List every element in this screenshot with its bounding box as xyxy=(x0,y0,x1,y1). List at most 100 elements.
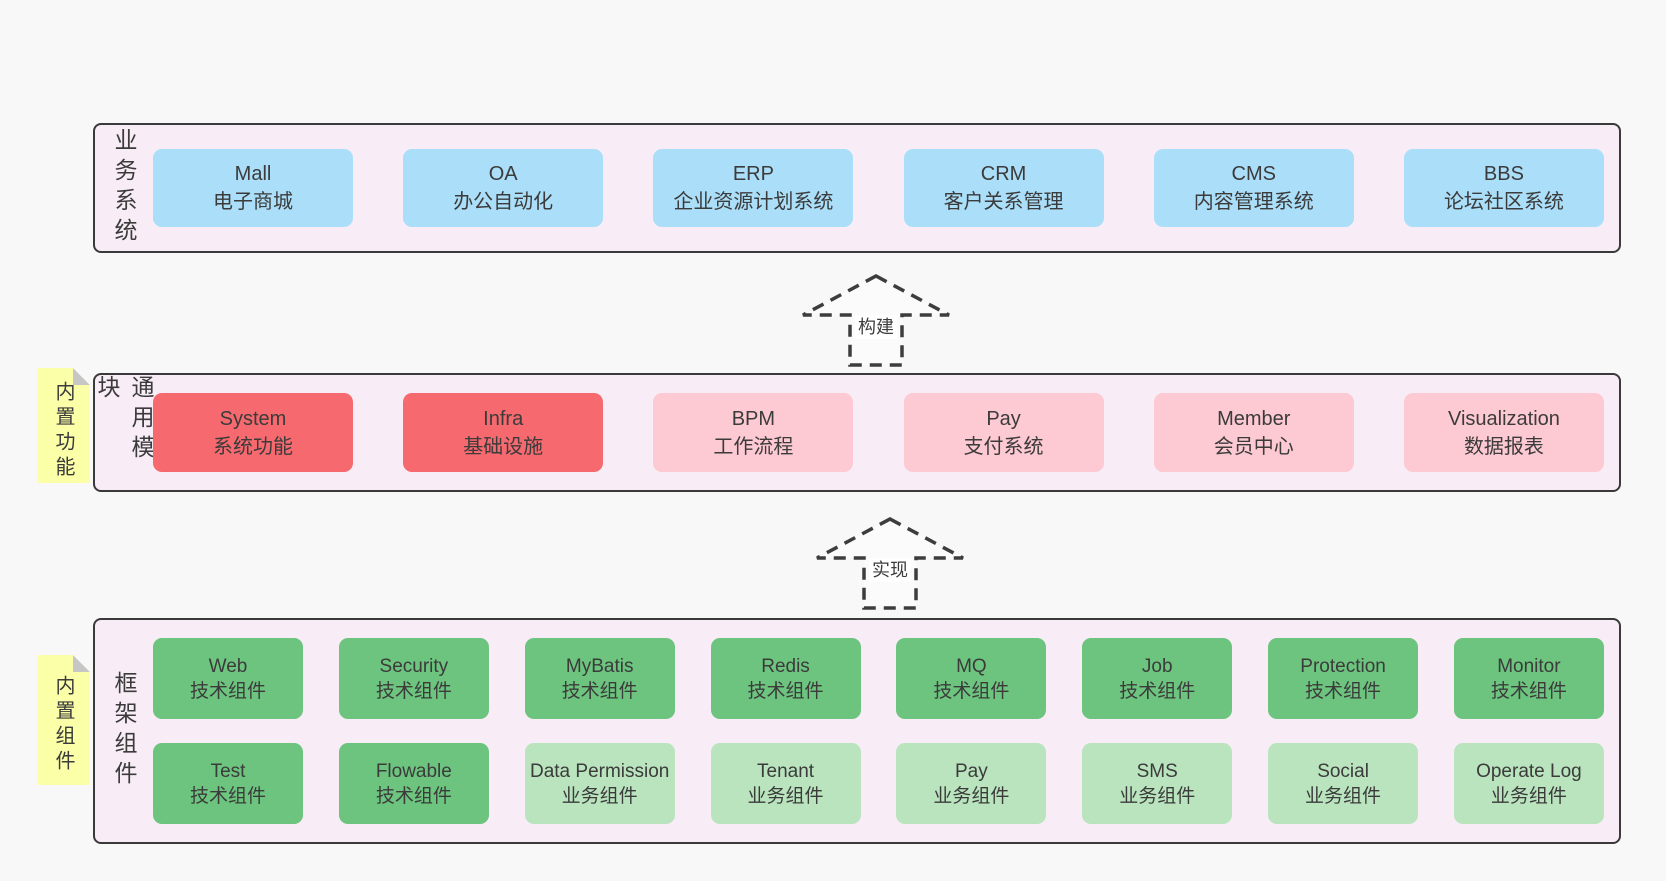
band-framework-components: 框架组件 Web 技术组件 Security 技术组件 MyBatis 技术组件… xyxy=(93,618,1621,844)
box-subtitle: 论坛社区系统 xyxy=(1443,191,1564,213)
note-label: 内置组件 xyxy=(52,675,74,775)
box-title: Infra xyxy=(483,407,524,430)
arrow-label: 构建 xyxy=(855,315,897,339)
box-subtitle: 业务组件 xyxy=(933,785,1010,807)
box-title: Redis xyxy=(761,655,810,677)
box-subtitle: 技术组件 xyxy=(561,680,638,702)
box-mq: MQ 技术组件 xyxy=(896,638,1047,719)
box-crm: CRM 客户关系管理 xyxy=(903,149,1104,227)
box-monitor: Monitor 技术组件 xyxy=(1453,638,1604,719)
note-fold-corner xyxy=(73,368,90,385)
box-title: Tenant xyxy=(757,760,815,782)
box-oa: OA 办公自动化 xyxy=(403,149,604,227)
band-label: 框架组件 xyxy=(111,671,137,791)
box-erp: ERP 企业资源计划系统 xyxy=(653,149,854,227)
box-pay: Pay 支付系统 xyxy=(903,393,1104,472)
box-subtitle: 数据报表 xyxy=(1463,435,1544,458)
box-subtitle: 业务组件 xyxy=(561,785,638,807)
arrow-implement-up: 实现 xyxy=(815,515,965,612)
box-subtitle: 业务组件 xyxy=(1119,785,1196,807)
box-title: Test xyxy=(210,760,246,782)
box-title: System xyxy=(219,407,287,430)
box-title: BPM xyxy=(731,407,776,430)
box-subtitle: 基础设施 xyxy=(463,435,544,458)
box-subtitle: 技术组件 xyxy=(1305,680,1382,702)
box-subtitle: 技术组件 xyxy=(933,680,1010,702)
note-label: 内置功能 xyxy=(52,380,74,481)
box-pay-biz: Pay 业务组件 xyxy=(896,743,1047,824)
arrow-label: 实现 xyxy=(869,558,911,582)
box-title: Visualization xyxy=(1447,407,1560,430)
box-mybatis: MyBatis 技术组件 xyxy=(524,638,675,719)
box-subtitle: 工作流程 xyxy=(713,435,794,458)
box-flowable: Flowable 技术组件 xyxy=(338,743,489,824)
box-web: Web 技术组件 xyxy=(153,638,303,719)
box-title: ERP xyxy=(732,163,774,185)
box-subtitle: 办公自动化 xyxy=(453,191,554,213)
box-title: Member xyxy=(1217,407,1291,430)
note-fold-corner xyxy=(73,655,90,672)
box-subtitle: 会员中心 xyxy=(1213,435,1294,458)
box-test: Test 技术组件 xyxy=(153,743,303,824)
box-bpm: BPM 工作流程 xyxy=(653,393,854,472)
box-subtitle: 技术组件 xyxy=(747,680,824,702)
box-subtitle: 业务组件 xyxy=(747,785,824,807)
box-subtitle: 技术组件 xyxy=(1490,680,1567,702)
box-subtitle: 内容管理系统 xyxy=(1193,191,1314,213)
box-data-permission: Data Permission 业务组件 xyxy=(524,743,675,824)
band-content: Web 技术组件 Security 技术组件 MyBatis 技术组件 Redi… xyxy=(153,620,1604,842)
box-title: Pay xyxy=(955,760,988,782)
box-social: Social 业务组件 xyxy=(1268,743,1419,824)
box-title: Flowable xyxy=(375,760,452,782)
box-title: SMS xyxy=(1136,760,1178,782)
box-subtitle: 客户关系管理 xyxy=(943,191,1064,213)
box-title: CMS xyxy=(1231,163,1276,185)
box-subtitle: 技术组件 xyxy=(1119,680,1196,702)
box-subtitle: 技术组件 xyxy=(189,785,266,807)
box-tenant: Tenant 业务组件 xyxy=(710,743,861,824)
box-subtitle: 支付系统 xyxy=(963,435,1044,458)
box-title: Monitor xyxy=(1497,655,1561,677)
band-label: 业务系统 xyxy=(111,128,137,248)
box-cms: CMS 内容管理系统 xyxy=(1153,149,1354,227)
box-subtitle: 企业资源计划系统 xyxy=(673,191,834,213)
band-label: 通用模块 xyxy=(94,375,154,465)
box-title: Mall xyxy=(234,163,272,185)
sticky-note-builtin-components: 内置组件 xyxy=(37,655,90,785)
band-content: System 系统功能 Infra 基础设施 BPM 工作流程 Pay 支付系统… xyxy=(153,375,1604,490)
box-visualization: Visualization 数据报表 xyxy=(1403,393,1604,472)
band-common-modules: 通用模块 System 系统功能 Infra 基础设施 BPM 工作流程 Pay… xyxy=(93,373,1621,492)
box-infra: Infra 基础设施 xyxy=(403,393,604,472)
box-title: Protection xyxy=(1300,655,1386,677)
band-content: Mall 电子商城 OA 办公自动化 ERP 企业资源计划系统 CRM 客户关系… xyxy=(153,125,1604,251)
box-subtitle: 业务组件 xyxy=(1490,785,1567,807)
box-title: OA xyxy=(488,163,518,185)
component-row-2: Test 技术组件 Flowable 技术组件 Data Permission … xyxy=(153,743,1604,824)
box-mall: Mall 电子商城 xyxy=(153,149,353,227)
band-business-systems: 业务系统 Mall 电子商城 OA 办公自动化 ERP 企业资源计划系统 CRM… xyxy=(93,123,1621,253)
box-title: Security xyxy=(379,655,449,677)
box-job: Job 技术组件 xyxy=(1082,638,1233,719)
box-sms: SMS 业务组件 xyxy=(1082,743,1233,824)
arrow-build-up: 构建 xyxy=(801,272,951,369)
box-title: Social xyxy=(1317,760,1369,782)
box-title: Job xyxy=(1141,655,1173,677)
box-title: MyBatis xyxy=(565,655,634,677)
box-title: Pay xyxy=(986,407,1021,430)
component-row-1: Web 技术组件 Security 技术组件 MyBatis 技术组件 Redi… xyxy=(153,638,1604,719)
box-title: MQ xyxy=(956,655,987,677)
box-protection: Protection 技术组件 xyxy=(1268,638,1419,719)
box-title: Web xyxy=(208,655,248,677)
sticky-note-builtin-features: 内置功能 xyxy=(37,368,90,483)
box-subtitle: 电子商城 xyxy=(213,191,293,213)
box-subtitle: 业务组件 xyxy=(1305,785,1382,807)
box-subtitle: 技术组件 xyxy=(189,680,266,702)
box-redis: Redis 技术组件 xyxy=(710,638,861,719)
box-title: Operate Log xyxy=(1476,760,1582,782)
box-title: Data Permission xyxy=(529,760,670,782)
box-subtitle: 技术组件 xyxy=(375,680,452,702)
box-operate-log: Operate Log 业务组件 xyxy=(1453,743,1604,824)
box-subtitle: 系统功能 xyxy=(213,435,293,458)
box-member: Member 会员中心 xyxy=(1153,393,1354,472)
